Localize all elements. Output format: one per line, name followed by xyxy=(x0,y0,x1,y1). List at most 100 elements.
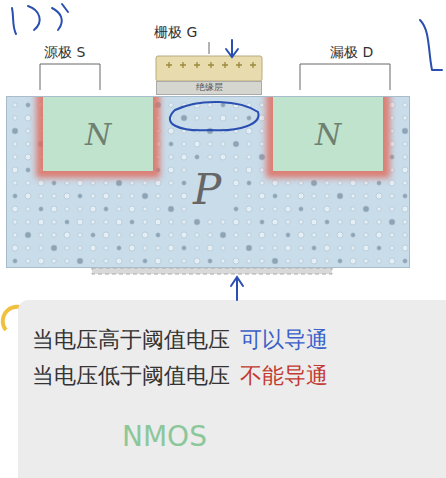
carrier-dot xyxy=(351,207,355,211)
carrier-dot xyxy=(143,259,147,263)
carrier-dot xyxy=(12,167,18,173)
carrier-dot xyxy=(363,245,369,251)
carrier-dot xyxy=(25,115,31,121)
carrier-dot xyxy=(156,233,160,237)
carrier-dot xyxy=(51,245,57,251)
carrier-dot xyxy=(363,206,369,212)
carrier-dot xyxy=(168,128,174,134)
carrier-dot xyxy=(13,194,17,198)
terminal-label: 漏极 D xyxy=(328,44,375,62)
carrier-dot xyxy=(208,155,212,159)
carrier-dot xyxy=(78,246,82,250)
carrier-dot xyxy=(376,193,382,199)
terminal-label: 源极 S xyxy=(42,44,87,62)
carrier-dot xyxy=(364,233,368,237)
carrier-dot xyxy=(312,207,316,211)
carrier-dot xyxy=(26,246,30,250)
carrier-dot xyxy=(402,245,408,251)
carrier-dot xyxy=(312,246,316,250)
carrier-dot xyxy=(13,233,17,237)
carrier-dot xyxy=(117,233,121,237)
carrier-dot xyxy=(155,180,161,186)
carrier-dot xyxy=(25,193,31,199)
carrier-dot xyxy=(286,194,290,198)
carrier-dot xyxy=(273,233,277,237)
layer-label: 绝缘层 xyxy=(196,83,223,93)
carrier-dot xyxy=(78,194,82,198)
carrier-dot xyxy=(155,219,161,225)
carrier-dot xyxy=(377,246,381,250)
carrier-dot xyxy=(259,154,265,160)
carrier-dot xyxy=(182,168,186,172)
carrier-dot xyxy=(247,142,251,146)
n-label: N xyxy=(315,118,341,151)
carrier-dot xyxy=(298,193,304,199)
carrier-dot xyxy=(299,220,303,224)
carrier-dot xyxy=(142,193,148,199)
carrier-dot xyxy=(311,219,317,225)
carrier-dot xyxy=(77,219,83,225)
carrier-dot xyxy=(299,259,303,263)
carrier-dot xyxy=(220,154,226,160)
carrier-dot xyxy=(246,245,252,251)
carrier-dot xyxy=(12,245,18,251)
carrier-dot xyxy=(325,259,329,263)
carrier-dot xyxy=(208,142,212,146)
positive-charges xyxy=(166,62,256,68)
carrier-dot xyxy=(155,102,161,108)
carrier-dot xyxy=(65,181,69,185)
carrier-dot xyxy=(39,246,43,250)
carrier-dot xyxy=(247,181,251,185)
carrier-dot xyxy=(129,245,135,251)
carrier-dot xyxy=(12,128,18,134)
carrier-dot xyxy=(390,207,394,211)
carrier-dot xyxy=(169,116,173,120)
carrier-dot xyxy=(13,116,17,120)
carrier-dot xyxy=(77,180,83,186)
carrier-dot xyxy=(233,258,239,264)
carrier-dot xyxy=(402,167,408,173)
carrier-dot xyxy=(156,246,160,250)
carrier-dot xyxy=(299,246,303,250)
carrier-dot xyxy=(390,194,394,198)
carrier-dot xyxy=(234,116,238,120)
carrier-dot xyxy=(260,129,264,133)
carrier-dot xyxy=(91,194,95,198)
carrier-dot xyxy=(155,141,161,147)
carrier-dot xyxy=(337,232,343,238)
carrier-dot xyxy=(208,233,212,237)
carrier-dot xyxy=(52,194,56,198)
carrier-dot xyxy=(195,129,199,133)
carrier-dot xyxy=(39,207,43,211)
carrier-dot xyxy=(273,194,277,198)
carrier-dot xyxy=(38,180,44,186)
carrier-dot xyxy=(39,233,43,237)
carrier-dot xyxy=(103,193,109,199)
carrier-dot xyxy=(182,142,186,146)
carrier-dot xyxy=(351,233,355,237)
carrier-dot xyxy=(390,116,394,120)
carrier-dot xyxy=(104,181,108,185)
carrier-dot xyxy=(104,259,108,263)
carrier-dot xyxy=(182,220,186,224)
carrier-dot xyxy=(234,194,238,198)
carrier-dot xyxy=(52,233,56,237)
n-drain-region: N xyxy=(273,97,383,171)
carrier-dot xyxy=(26,259,30,263)
carrier-dot xyxy=(260,207,264,211)
carrier-dot xyxy=(325,181,329,185)
carrier-dot xyxy=(247,116,251,120)
carrier-dot xyxy=(233,141,239,147)
carrier-dot xyxy=(350,258,356,264)
carrier-dot xyxy=(247,103,251,107)
carrier-dot xyxy=(338,246,342,250)
carrier-dot xyxy=(389,102,395,108)
carrier-dot xyxy=(272,180,278,186)
carrier-dot xyxy=(403,142,407,146)
carrier-dot xyxy=(52,220,56,224)
device-title: NMOS xyxy=(122,422,207,453)
carrier-dot xyxy=(247,194,251,198)
carrier-dot xyxy=(182,259,186,263)
carrier-dot xyxy=(90,245,96,251)
